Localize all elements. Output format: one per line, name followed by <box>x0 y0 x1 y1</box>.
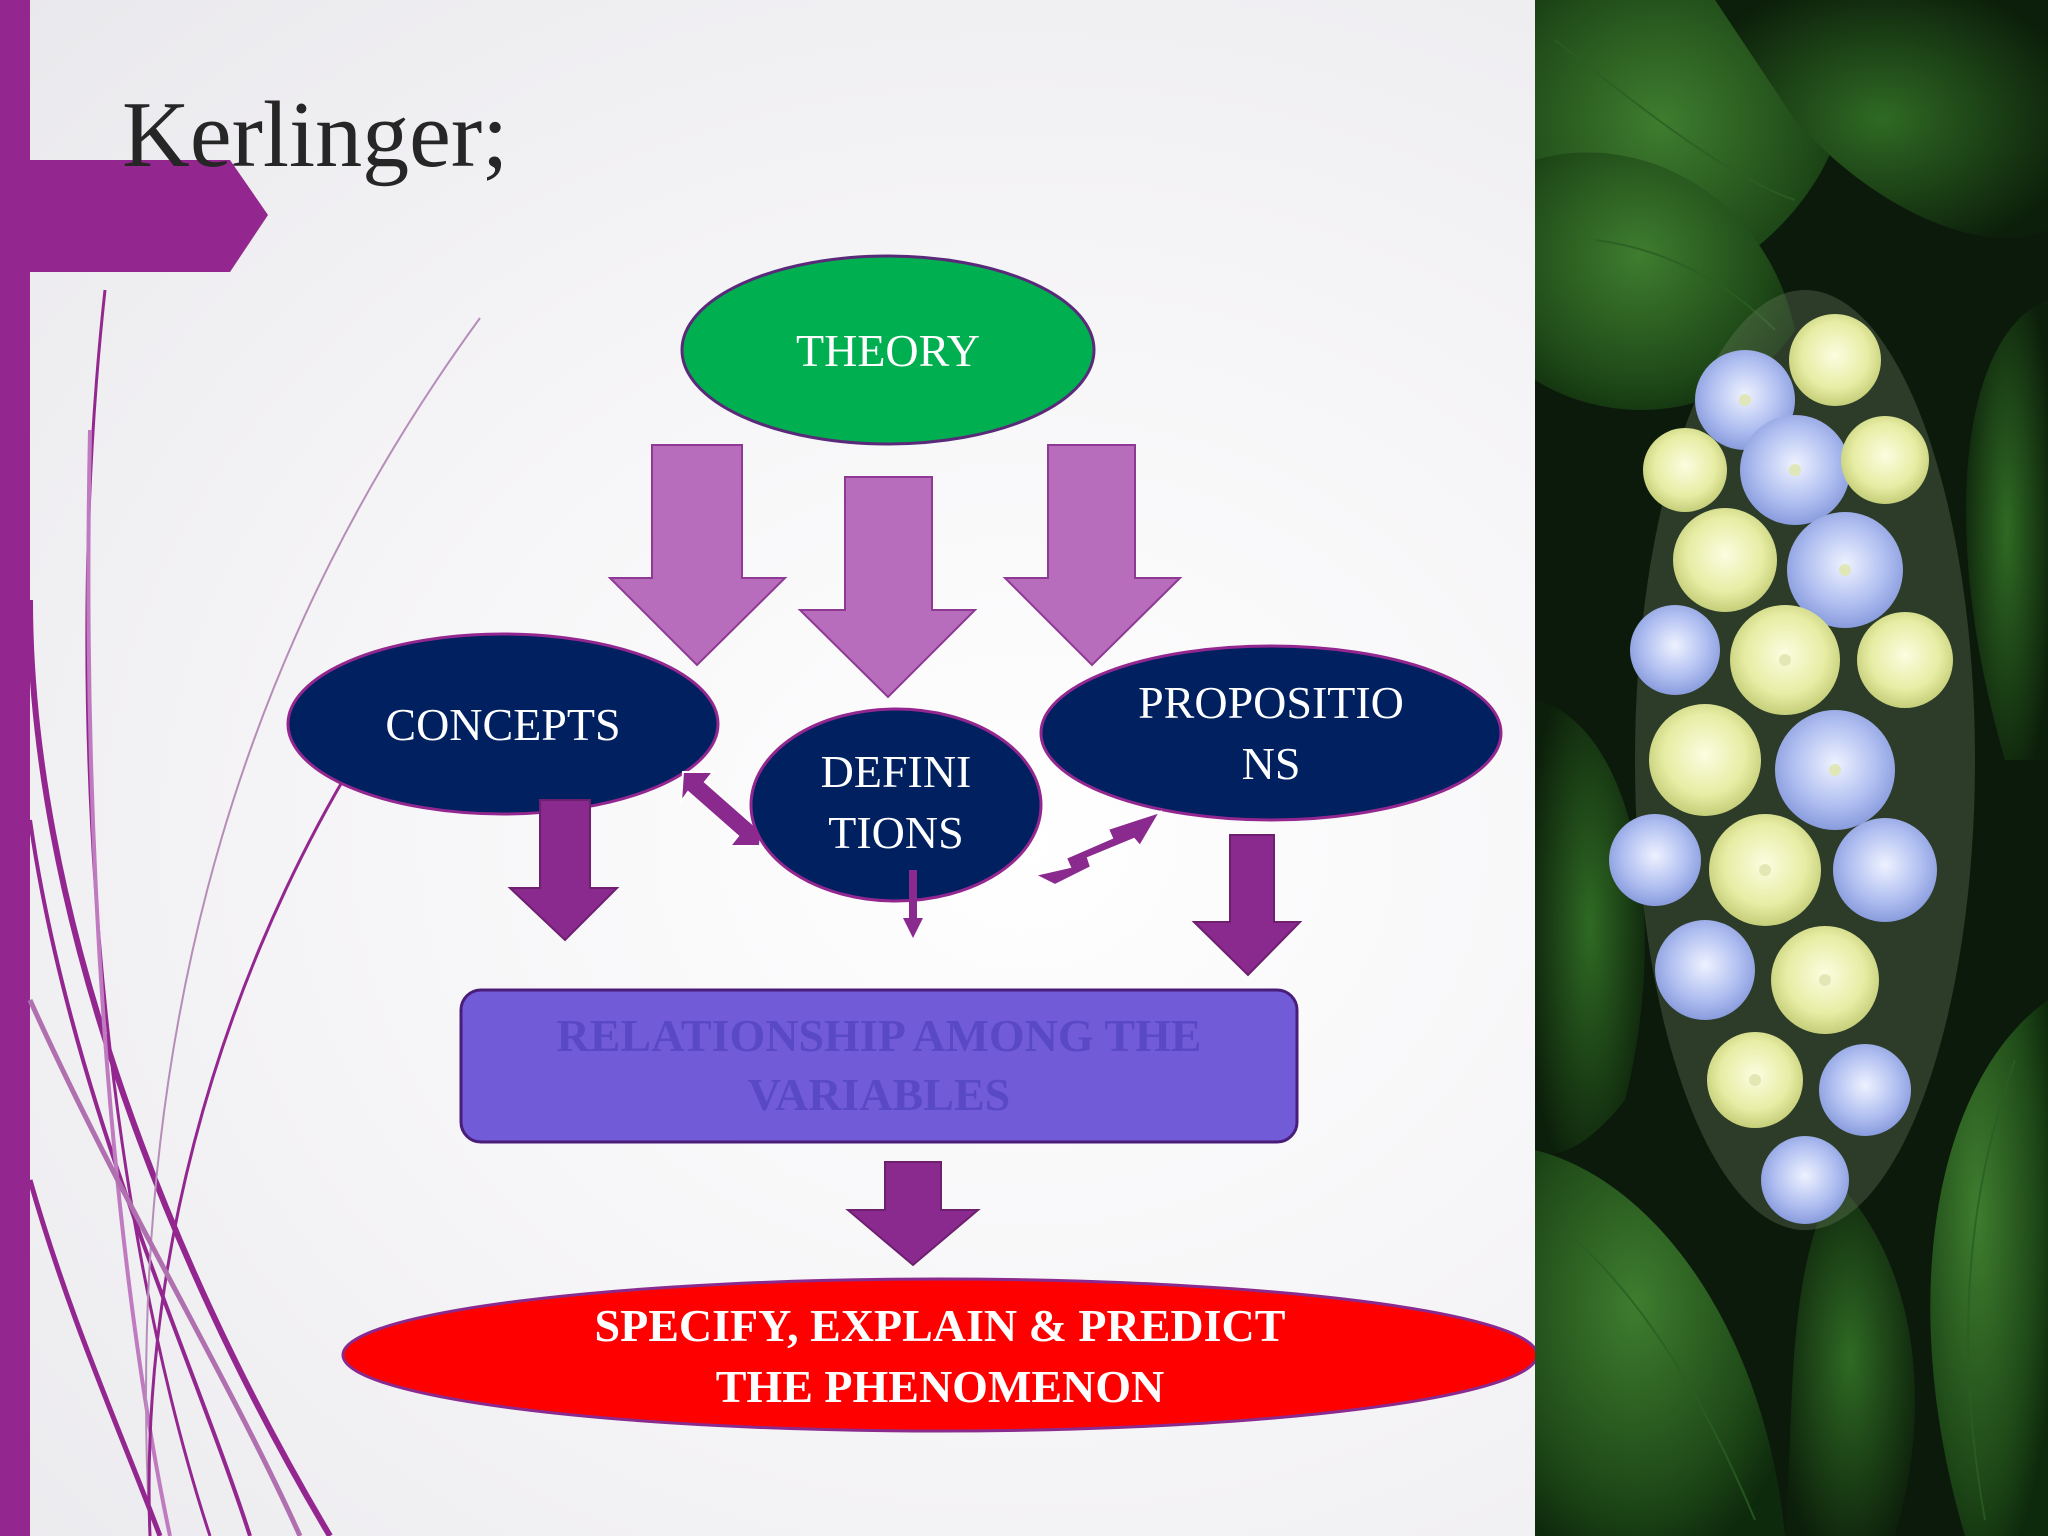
outcome-text-line1: SPECIFY, EXPLAIN & PREDICT <box>594 1300 1286 1352</box>
concepts-node <box>286 632 720 816</box>
definitions-node <box>749 707 1043 903</box>
relationship-box <box>459 988 1299 1144</box>
theory-diagram <box>286 254 1535 1433</box>
theory-label: THEORY <box>700 315 1076 385</box>
propositions-node <box>1039 644 1503 822</box>
propositions-text: PROPOSITIONS <box>1138 676 1404 789</box>
title-tab-shape <box>30 160 268 272</box>
hydrangea-photo <box>1535 0 2048 1536</box>
arrow-theory-to-definitions <box>797 476 978 699</box>
definitions-text: DEFINITIONS <box>820 745 972 858</box>
arrow-concepts-definitions <box>679 771 764 847</box>
arrow-relationship-to-outcome <box>845 1161 981 1267</box>
outcome-node <box>341 1277 1535 1433</box>
arrow-propositions-to-relationship <box>1191 834 1303 977</box>
outcome-label: SPECIFY, EXPLAIN & PREDICT THE PHENOMENO… <box>420 1298 1460 1416</box>
relationship-text: RELATIONSHIP AMONG THE VARIABLES <box>556 1010 1202 1120</box>
relationship-label: RELATIONSHIP AMONG THE VARIABLES <box>490 1008 1268 1124</box>
accent-bar <box>0 0 30 1536</box>
propositions-label: PROPOSITIONS <box>1130 673 1412 793</box>
slide-title: Kerlinger; <box>122 83 509 187</box>
arrow-theory-to-concepts <box>607 444 788 667</box>
arrow-definitions-to-relationship <box>903 870 923 938</box>
arrow-theory-to-propositions <box>1002 444 1183 667</box>
definitions-label: DEFINITIONS <box>812 712 980 892</box>
theory-node <box>680 254 1096 446</box>
concepts-text: CONCEPTS <box>385 699 621 751</box>
theory-text: THEORY <box>796 324 980 376</box>
outcome-text-line2: THE PHENOMENON <box>715 1361 1165 1412</box>
arrow-definitions-propositions <box>1032 810 1163 887</box>
arrow-concepts-to-relationship <box>507 799 620 942</box>
concepts-label: CONCEPTS <box>380 660 626 790</box>
